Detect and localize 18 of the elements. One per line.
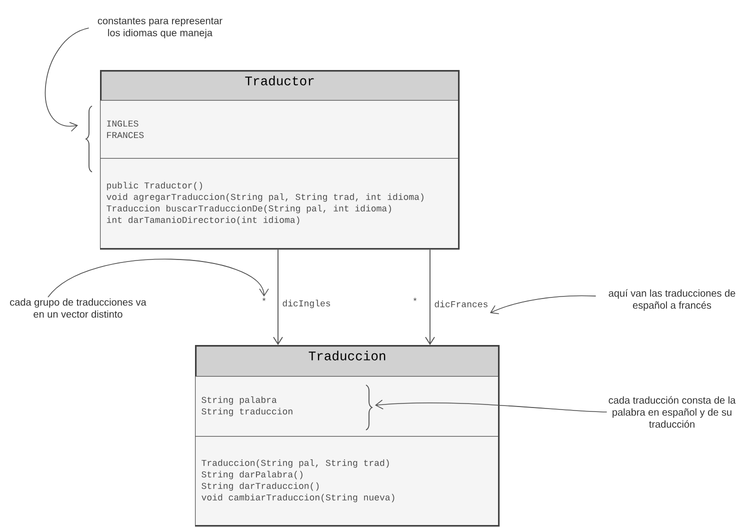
method-compartment: Traduccion(String pal, String trad) String darPalabra() String darTraduccion() void cambiarTraduccion(String nueva)	[195, 436, 499, 526]
leader-line	[48, 258, 269, 298]
edge-label: dicFrances	[433, 300, 490, 308]
attribute-compartment: INGLES FRANCES	[100, 100, 459, 159]
annotation-text: cada grupo de traducciones va en un vector distinto	[10, 298, 146, 318]
attribute-compartment: String palabra String traduccion	[195, 376, 499, 437]
method-compartment: public Traductor() void agregarTraduccion(String pal, String trad, int idioma) Traduccion buscarTraduccionDe(String pal, int idioma) int darTamanioDirectorio(int idioma)	[100, 158, 459, 249]
edge-label: dicIngles	[281, 298, 332, 310]
annotation-text: constantes para representar los idiomas que maneja	[98, 18, 222, 38]
annotation-text: cada traducción consta de la palabra en español y de su traducción	[608, 396, 736, 428]
multiplicity-label: *	[262, 298, 266, 301]
leader-line	[490, 295, 596, 314]
association-arrow	[273, 249, 283, 345]
leader-line	[44, 28, 90, 132]
annotation-text: aquí van las traducciones de español a francés	[608, 289, 736, 311]
association-arrow	[425, 249, 435, 345]
leader-line	[375, 400, 608, 412]
multiplicity-label: *	[413, 298, 417, 301]
